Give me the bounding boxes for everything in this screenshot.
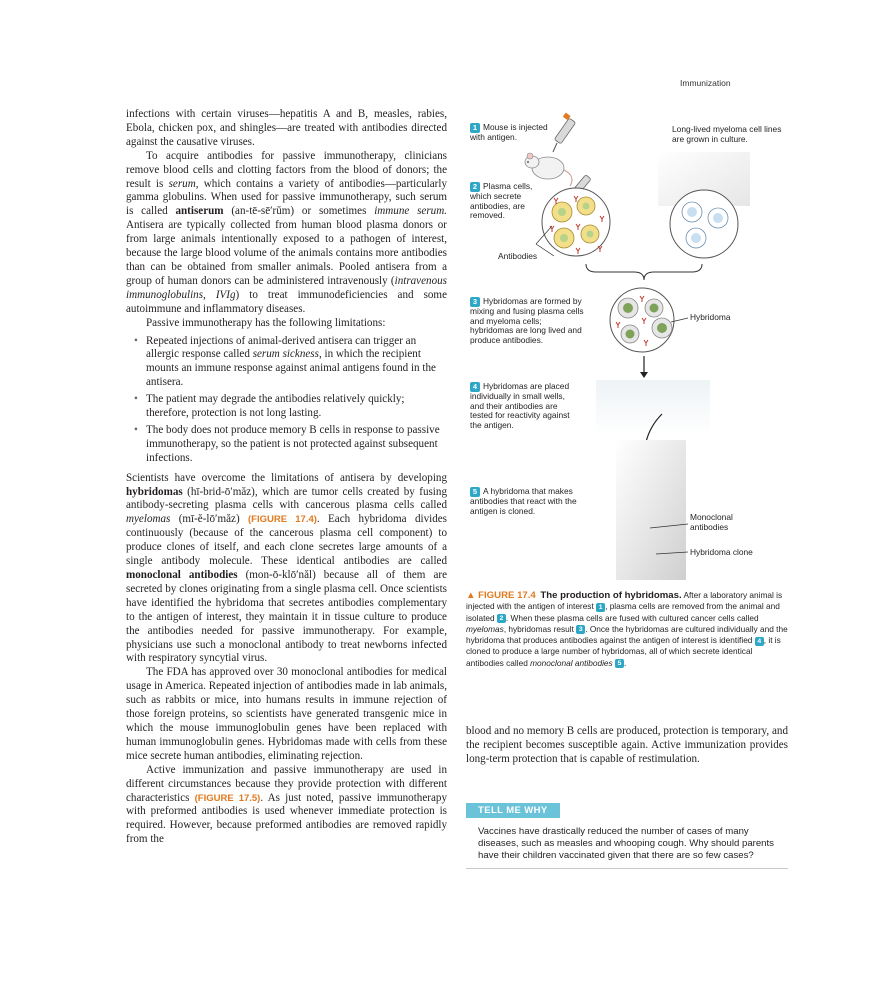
tell-me-why-box: TELL ME WHY Vaccines have drastically re… — [466, 800, 788, 869]
text-run: After a laboratory animal is injected wi… — [466, 590, 783, 612]
step-number-badge: 1 — [596, 602, 606, 612]
term-serum-sickness: serum sickness — [252, 348, 319, 361]
text-run: , which contains a variety of antibodies… — [126, 177, 447, 218]
step-number-badge: 4 — [754, 636, 764, 646]
left-column: infections with certain viruses—hepatiti… — [126, 108, 447, 847]
step-number-badge: 3 — [470, 297, 480, 307]
term-serum: serum — [168, 177, 196, 190]
bullet-icon: • — [134, 423, 138, 436]
list-item: • Repeated injections of animal-derived a… — [126, 335, 447, 391]
text-run: Active immunization and passive immunoth… — [126, 763, 447, 804]
paragraph: Scientists have overcome the limitations… — [126, 472, 447, 667]
paragraph: Passive immunotherapy has the following … — [146, 316, 386, 329]
step-text: Plasma cells, which secrete antibodies, … — [470, 181, 533, 221]
text-run: . — [624, 657, 627, 668]
hybridoma-diagram — [524, 112, 750, 580]
tell-me-why-header: TELL ME WHY — [466, 803, 560, 818]
step-number-badge: 5 — [615, 659, 625, 669]
term-ivig: intravenous immunoglobulins, IVIg — [126, 274, 447, 301]
curved-arrow-icon — [645, 413, 663, 443]
plasma-cells-dish — [541, 187, 611, 257]
step-text: Hybridomas are placed individually in sm… — [470, 381, 570, 430]
arrowhead-icon — [640, 372, 648, 378]
step-number-badge: 1 — [470, 123, 480, 133]
text-run: , hybridomas result — [503, 623, 577, 634]
text-run: Scientists have overcome the limitations… — [126, 471, 447, 484]
step-number-badge: 4 — [470, 382, 480, 392]
text-run: . When these plasma cells are fused with… — [505, 612, 759, 623]
text-run: (an-tē-sē′rŭm) or sometimes — [223, 205, 375, 218]
text-run: The patient may degrade the antibodies r… — [146, 393, 405, 420]
paragraph: The FDA has approved over 30 monoclonal … — [126, 666, 447, 762]
step-text: Hybridomas are formed by mixing and fusi… — [470, 296, 584, 345]
term-immune-serum: immune serum. — [374, 205, 447, 218]
caption-title: The production of hybridomas. — [540, 590, 682, 601]
mouse-icon — [524, 152, 573, 187]
term-hybridomas: hybridomas — [126, 485, 183, 498]
text-run: . Each hybridoma divides continuously (b… — [126, 513, 447, 568]
merge-bracket — [585, 263, 703, 281]
figure-number: ▲ FIGURE 17.4 — [466, 590, 536, 601]
paragraph: blood and no memory B cells are produced… — [466, 725, 788, 765]
bullet-icon: • — [134, 334, 138, 347]
step-number-badge: 2 — [470, 182, 480, 192]
text-run: Repeated injections of animal-derived an… — [146, 334, 417, 361]
step-number-badge: 2 — [496, 613, 506, 623]
myeloma-label: Long-lived myeloma cell lines are grown … — [672, 124, 782, 144]
step-number-badge: 5 — [470, 487, 480, 497]
text-run: . Once the hybridomas are cultured indiv… — [466, 623, 788, 646]
term-antiserum: antiserum — [175, 205, 224, 218]
text-run: (mī-ĕ-lō′măz) — [170, 513, 248, 526]
tell-me-why-question: Vaccines have drastically reduced the nu… — [478, 826, 774, 861]
term-myelomas: myelomas — [126, 513, 171, 526]
figure-caption: ▲ FIGURE 17.4 The production of hybridom… — [466, 590, 788, 669]
term-myelomas: myelomas — [466, 623, 504, 634]
antibodies-label: Antibodies — [498, 251, 538, 261]
text-run: ) to treat immunodeficiencies and some a… — [126, 288, 447, 315]
text-run: , plasma cells are removed from the anim… — [466, 601, 780, 623]
well-plate — [596, 380, 710, 436]
clone-label: Hybridoma clone — [690, 547, 753, 557]
text-run: , in which the recipient mounts an immun… — [146, 348, 436, 389]
text-run: , it is cloned to produce a large number… — [466, 635, 781, 668]
text-run: Antisera are typically collected from hu… — [126, 219, 447, 287]
right-column: blood and no memory B cells are produced… — [466, 725, 788, 767]
term-monoclonal-antibodies: monoclonal antibodies — [530, 657, 613, 668]
figure-link[interactable]: (FIGURE 17.5) — [194, 792, 261, 804]
step-number-badge: 3 — [576, 625, 586, 635]
text-run: . As just noted, passive immunotherapy w… — [126, 791, 447, 846]
list-item: • The body does not produce memory B cell… — [126, 424, 447, 466]
text-run: The body does not produce memory B cells… — [146, 423, 440, 464]
hybridoma-dish — [609, 287, 675, 353]
running-head: Immunization — [680, 78, 731, 88]
bullet-icon: • — [134, 393, 138, 406]
figure-link[interactable]: (FIGURE 17.4) — [248, 514, 317, 526]
hybridoma-label: Hybridoma — [690, 312, 731, 322]
list-item: • The patient may degrade the antibodies … — [126, 393, 447, 421]
text-run: (hī-brid-ō′măz), which are tumor cells c… — [126, 485, 447, 512]
divider — [466, 868, 788, 869]
limitations-list: • Repeated injections of animal-derived a… — [126, 335, 447, 466]
myeloma-cells-dish — [669, 189, 739, 259]
step-text: Mouse is injected with antigen. — [470, 122, 548, 142]
paragraph: To acquire antibodies for passive immuno… — [126, 150, 447, 317]
paragraph: infections with certain viruses—hepatiti… — [126, 108, 447, 148]
text-run: (mon-ō-klō′năl) because all of them are … — [126, 569, 447, 665]
text-run: To acquire antibodies for passive immuno… — [126, 149, 447, 190]
paragraph: Active immunization and passive immunoth… — [126, 764, 447, 847]
monoclonal-label: Monoclonal antibodies — [690, 512, 733, 532]
syringe-icon — [552, 112, 576, 153]
term-monoclonal-antibodies: monoclonal antibodies — [126, 569, 238, 581]
clone-flask — [616, 440, 686, 580]
step-text: A hybridoma that makes antibodies that r… — [470, 486, 577, 516]
